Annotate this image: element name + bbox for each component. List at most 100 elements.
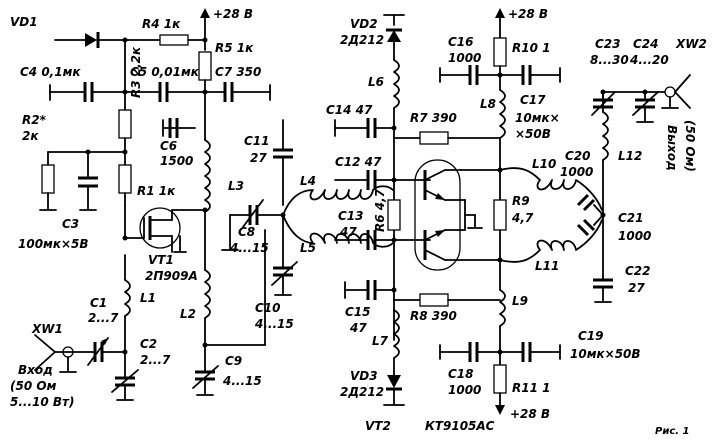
label-r10: R10 1 xyxy=(512,41,550,55)
capacitor-c8 xyxy=(221,199,284,251)
connector-xw2 xyxy=(644,74,691,109)
capacitor-c24 xyxy=(602,89,659,123)
label-r9-value: 4,7 xyxy=(511,211,534,225)
resistor-r2 xyxy=(39,151,126,211)
resistor-r6 xyxy=(387,199,401,231)
label-c2-name: C2 xyxy=(140,337,157,351)
label-c16-value: 1000 xyxy=(448,51,481,65)
label-c22-name: C22 xyxy=(625,264,651,278)
label-vt1-type: 2П909А xyxy=(145,269,198,283)
label-r1: R1 1к xyxy=(137,184,176,198)
label-xw2: XW2 xyxy=(675,37,707,51)
label-c13-name: C13 xyxy=(338,209,364,223)
label-c8-value: 4...15 xyxy=(229,241,269,255)
label-c15-value: 47 xyxy=(349,321,367,335)
label-l6: L6 xyxy=(368,75,384,89)
capacitor-c22 xyxy=(593,214,613,303)
label-c20-name: C20 xyxy=(565,149,591,163)
label-c22-value: 27 xyxy=(628,281,645,295)
label-c6-name: C6 xyxy=(160,139,177,153)
label-plus28-top-left: +28 В xyxy=(213,7,253,21)
label-vd1: VD1 xyxy=(10,15,38,29)
capacitor-c23 xyxy=(591,91,616,116)
capacitor-c12 xyxy=(334,170,431,190)
label-c15-name: C15 xyxy=(345,305,371,319)
middle-stage xyxy=(221,14,501,406)
label-l2: L2 xyxy=(180,307,196,321)
capacitor-c4 xyxy=(49,82,126,102)
capacitor-c20 xyxy=(576,193,596,212)
label-c21-name: C21 xyxy=(618,211,644,225)
label-r9-name: R9 xyxy=(512,194,530,208)
resistor-r1 xyxy=(118,164,132,194)
resistor-r9 xyxy=(493,199,507,231)
capacitor-c1 xyxy=(87,337,126,366)
label-vd3-type: 2Д212 xyxy=(340,385,384,399)
label-c23-value: 8...30 xyxy=(590,53,629,67)
inductor-l7 xyxy=(393,309,400,376)
label-c21-value: 1000 xyxy=(618,229,651,243)
label-l3: L3 xyxy=(228,179,244,193)
label-l4: L4 xyxy=(300,174,316,188)
label-c13-value: 47 xyxy=(339,225,357,239)
label-c20-value: 1000 xyxy=(560,165,593,179)
capacitor-c3 xyxy=(78,151,98,211)
label-l9: L9 xyxy=(512,294,528,308)
label-c16-name: C16 xyxy=(448,35,474,49)
resistor-r11 xyxy=(493,364,507,394)
label-plus28-top-right: +28 В xyxy=(508,7,548,21)
label-r4: R4 1к xyxy=(142,17,181,31)
label-c18-value: 1000 xyxy=(448,383,481,397)
label-r11: R11 1 xyxy=(512,381,550,395)
connector-xw1 xyxy=(34,334,96,373)
label-c11-value: 27 xyxy=(250,151,267,165)
capacitor-c19 xyxy=(499,342,561,362)
inductor-l2 xyxy=(204,269,211,346)
label-c12: C12 47 xyxy=(335,155,382,169)
label-output-line2: (50 Ом) xyxy=(683,120,697,172)
capacitor-c15 xyxy=(344,280,395,300)
left-stage xyxy=(34,8,271,401)
label-c24-value: 4...20 xyxy=(629,53,669,67)
label-c8-name: C8 xyxy=(238,225,255,239)
label-xw1: XW1 xyxy=(31,322,63,336)
component-labels: VD1 R4 1к +28 В R5 1к C4 0,1мк C5 0,01мк… xyxy=(10,7,707,437)
label-c19-value: 10мк×50В xyxy=(570,347,641,361)
diode-vd3 xyxy=(383,375,405,406)
label-r8: R8 390 xyxy=(410,309,457,323)
label-c1-name: C1 xyxy=(90,296,107,310)
label-vt1: VT1 xyxy=(148,253,174,267)
label-l1: L1 xyxy=(140,291,156,305)
inductor-l3 xyxy=(204,139,211,271)
label-c17-value-line2: ×50В xyxy=(515,127,551,141)
label-vd3-name: VD3 xyxy=(350,369,378,383)
resistor-r8 xyxy=(393,293,501,307)
resistor-r5 xyxy=(198,51,212,141)
resistor-r10 xyxy=(493,37,507,67)
inductor-l9 xyxy=(499,289,506,366)
capacitor-c18 xyxy=(439,342,501,362)
capacitor-c6 xyxy=(162,118,196,138)
label-vt2-type: КТ9105АС xyxy=(425,419,495,433)
right-stage xyxy=(439,8,691,415)
label-c11-name: C11 xyxy=(244,134,270,148)
label-input-line1: Вход xyxy=(18,363,53,377)
label-c18-name: C18 xyxy=(448,367,474,381)
label-vd2-type: 2Д212 xyxy=(340,33,384,47)
figure-caption: Рис. 1 xyxy=(655,426,690,437)
label-input-line2: (50 Ом xyxy=(10,379,57,393)
capacitor-c21 xyxy=(576,218,596,237)
label-plus28-bottom: +28 В xyxy=(510,407,550,421)
diode-vd1 xyxy=(54,32,171,48)
label-r2-value: 2к xyxy=(22,129,39,143)
inductor-l4 xyxy=(282,185,394,216)
inductor-l12 xyxy=(602,91,609,216)
transistor-vt2 xyxy=(414,159,501,271)
capacitor-c14 xyxy=(334,118,395,138)
label-c24-name: C24 xyxy=(633,37,659,51)
label-c10-value: 4...15 xyxy=(254,317,294,331)
label-l8: L8 xyxy=(480,97,496,111)
label-c14: C14 47 xyxy=(326,103,373,117)
label-c2-value: 2...7 xyxy=(140,353,171,367)
label-c9-name: C9 xyxy=(225,354,242,368)
